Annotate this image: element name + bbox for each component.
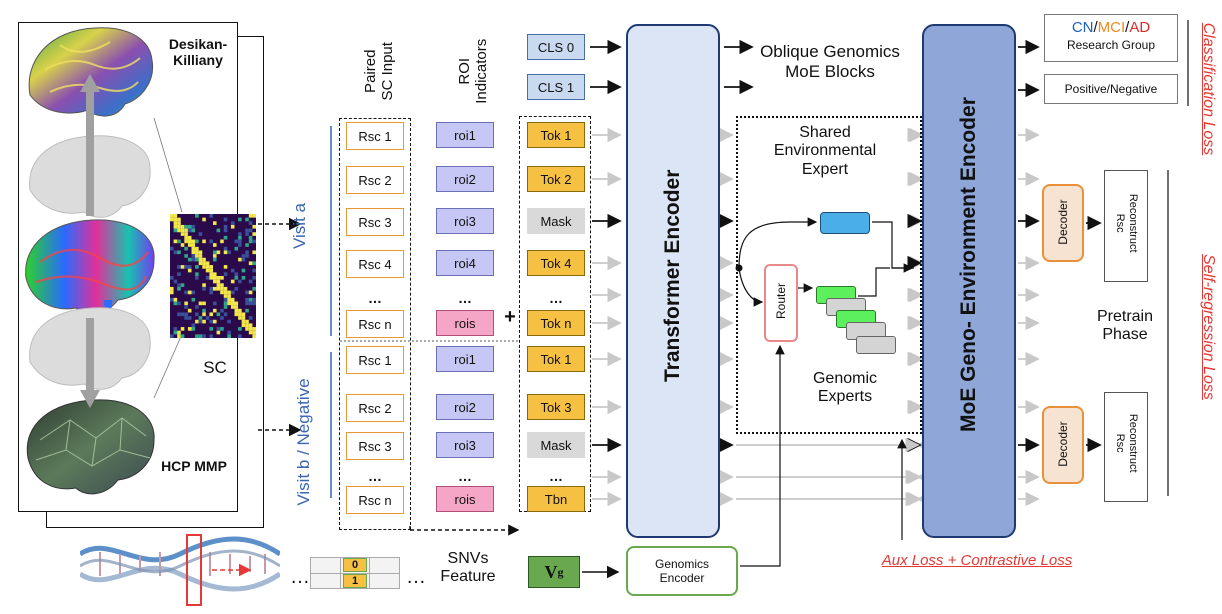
rsc-b-item: Rsc 2 xyxy=(346,394,404,422)
shared-expert-box xyxy=(820,212,870,234)
shared-expert-label: Shared Environmental Expert xyxy=(773,124,877,178)
sc-input-dashed-group xyxy=(339,118,411,530)
snv-grid: 0 1 xyxy=(310,557,400,589)
sc-matrix xyxy=(170,214,256,338)
token-a-item: Tok n xyxy=(527,310,585,336)
rsc-a-item: Rsc 1 xyxy=(346,122,404,150)
rsc-a-item: Rsc 2 xyxy=(346,166,404,194)
moe-dotted-box xyxy=(736,116,922,434)
genomic-expert-5 xyxy=(856,336,896,354)
token-a-item: Tok 4 xyxy=(527,250,585,276)
brain-fibers-icon xyxy=(25,219,155,315)
moe-encoder-block xyxy=(922,24,1016,538)
rsc-a-item: Rsc 3 xyxy=(346,208,404,236)
brain-desikan-icon xyxy=(28,27,154,117)
transformer-encoder-block xyxy=(626,24,720,538)
roi-b-ellipsis: … xyxy=(458,468,472,484)
genomic-experts-label: Genomic Experts xyxy=(812,370,878,406)
token-a-item: Tok 1 xyxy=(527,122,585,148)
rsc-a-ellipsis: … xyxy=(368,290,382,306)
router-box xyxy=(764,264,798,342)
snv-cell-1: 1 xyxy=(343,574,367,588)
reconstruct-1-box xyxy=(1104,170,1148,282)
rsc-b-item: Rsc 1 xyxy=(346,346,404,374)
roi-a-item: roi1 xyxy=(436,122,494,148)
token-b-item: Mask xyxy=(527,432,585,458)
token-a-item: Mask xyxy=(527,208,585,234)
research-group-label: Research Group xyxy=(1066,38,1156,52)
brain-illustrations xyxy=(25,27,183,495)
brain-transform-arrows-icon xyxy=(80,74,100,408)
dna-selection-box xyxy=(186,534,202,606)
brain-desikan-folds-icon xyxy=(44,41,141,93)
snv-dots-right: … xyxy=(406,566,426,588)
plus-sign: + xyxy=(504,306,516,328)
token-b-item: Tbn xyxy=(527,486,585,512)
roi-a-item: roi3 xyxy=(436,208,494,234)
slash-2: / xyxy=(1125,19,1130,36)
genomics-encoder-box: Genomics Encoder xyxy=(626,546,738,596)
decoder-2-box xyxy=(1042,406,1084,484)
roi-a-item: roi4 xyxy=(436,250,494,276)
rsc-b-item: Rsc n xyxy=(346,486,404,514)
decoder-1-box xyxy=(1042,184,1084,262)
rsc-b-ellipsis: … xyxy=(368,468,382,484)
research-group-box: CN/MCI/AD Research Group xyxy=(1044,14,1178,62)
slash-1: / xyxy=(1093,19,1098,36)
posneg-box: Positive/Negative xyxy=(1044,74,1178,104)
roi-b-item: roi1 xyxy=(436,346,494,372)
token-a-item: Tok 2 xyxy=(527,166,585,192)
hcp-label: HCP MMP xyxy=(161,458,227,474)
roi-a-ellipsis: … xyxy=(458,290,472,306)
cn-label: CN xyxy=(1071,19,1094,36)
token-a-ellipsis: … xyxy=(549,290,563,306)
rsc-a-item: Rsc n xyxy=(346,310,404,338)
cls-1-token: CLS 1 xyxy=(527,74,585,100)
rsc-a-item: Rsc 4 xyxy=(346,250,404,278)
roi-b-item: roi3 xyxy=(436,432,494,458)
snv-cell-0: 0 xyxy=(343,558,367,572)
sc-label: SC xyxy=(203,358,227,377)
snv-dots-left: … xyxy=(290,566,310,588)
token-b-ellipsis: … xyxy=(549,468,563,484)
ad-label: AD xyxy=(1129,19,1151,36)
roi-b-item: roi2 xyxy=(436,394,494,420)
roi-a-item: roi2 xyxy=(436,166,494,192)
vg-base: V xyxy=(544,561,558,582)
token-b-item: Tok 3 xyxy=(527,394,585,420)
reconstruct-2-box xyxy=(1104,392,1148,502)
cls-0-token: CLS 0 xyxy=(527,34,585,60)
mci-label: MCI xyxy=(1097,19,1126,36)
moe-blocks-title: Oblique Genomics MoE Blocks xyxy=(760,42,900,81)
roi-a-item: rois xyxy=(436,310,494,336)
aux-loss-label: Aux Loss + Contrastive Loss xyxy=(881,552,1073,569)
token-b-item: Tok 1 xyxy=(527,346,585,372)
desikan-label: Desikan- Killiany xyxy=(168,36,228,69)
snv-feature-label: SNVs Feature xyxy=(440,550,496,586)
pretrain-phase-label: Pretrain Phase xyxy=(1096,308,1154,344)
vg-sup: g xyxy=(557,564,564,579)
rsc-b-item: Rsc 3 xyxy=(346,432,404,460)
roi-b-item: rois xyxy=(436,486,494,512)
